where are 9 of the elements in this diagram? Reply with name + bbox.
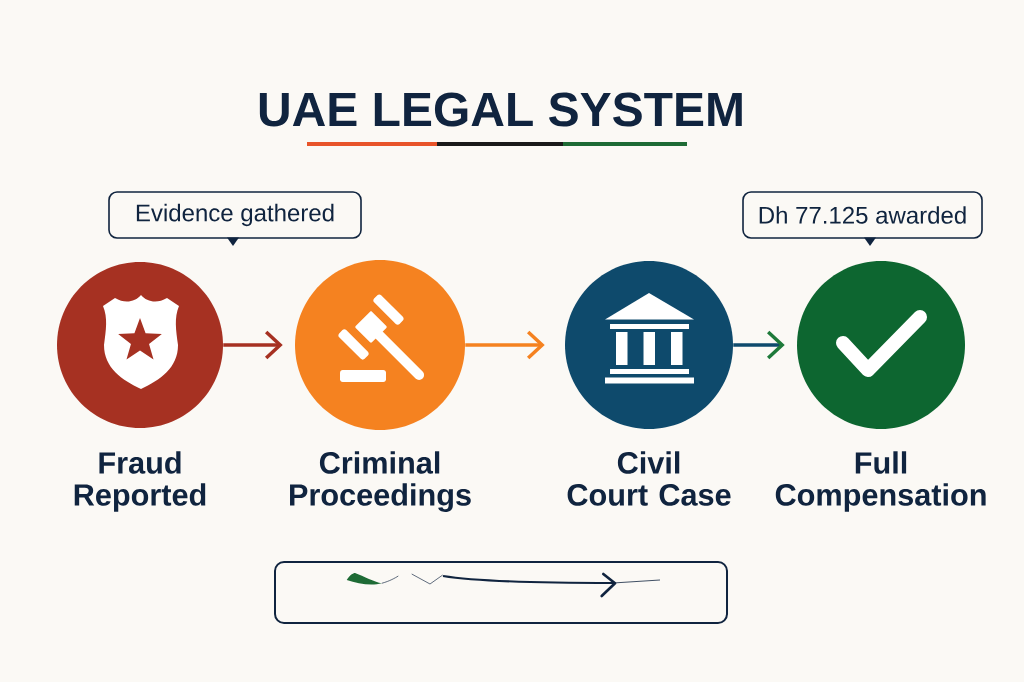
title: UAE LEGAL SYSTEM (259, 92, 742, 127)
arrow (223, 330, 283, 360)
step-label: Civil Court Case (567, 451, 731, 506)
callout-box: Evidence gathered (108, 191, 362, 246)
step-label: Criminal Proceedings (290, 451, 471, 512)
step-label: Fraud Reported (74, 451, 206, 512)
arrow (465, 330, 545, 360)
step-label: Full Compensation (775, 451, 986, 512)
callout-box: Dh 77.125 awarded (742, 191, 983, 246)
